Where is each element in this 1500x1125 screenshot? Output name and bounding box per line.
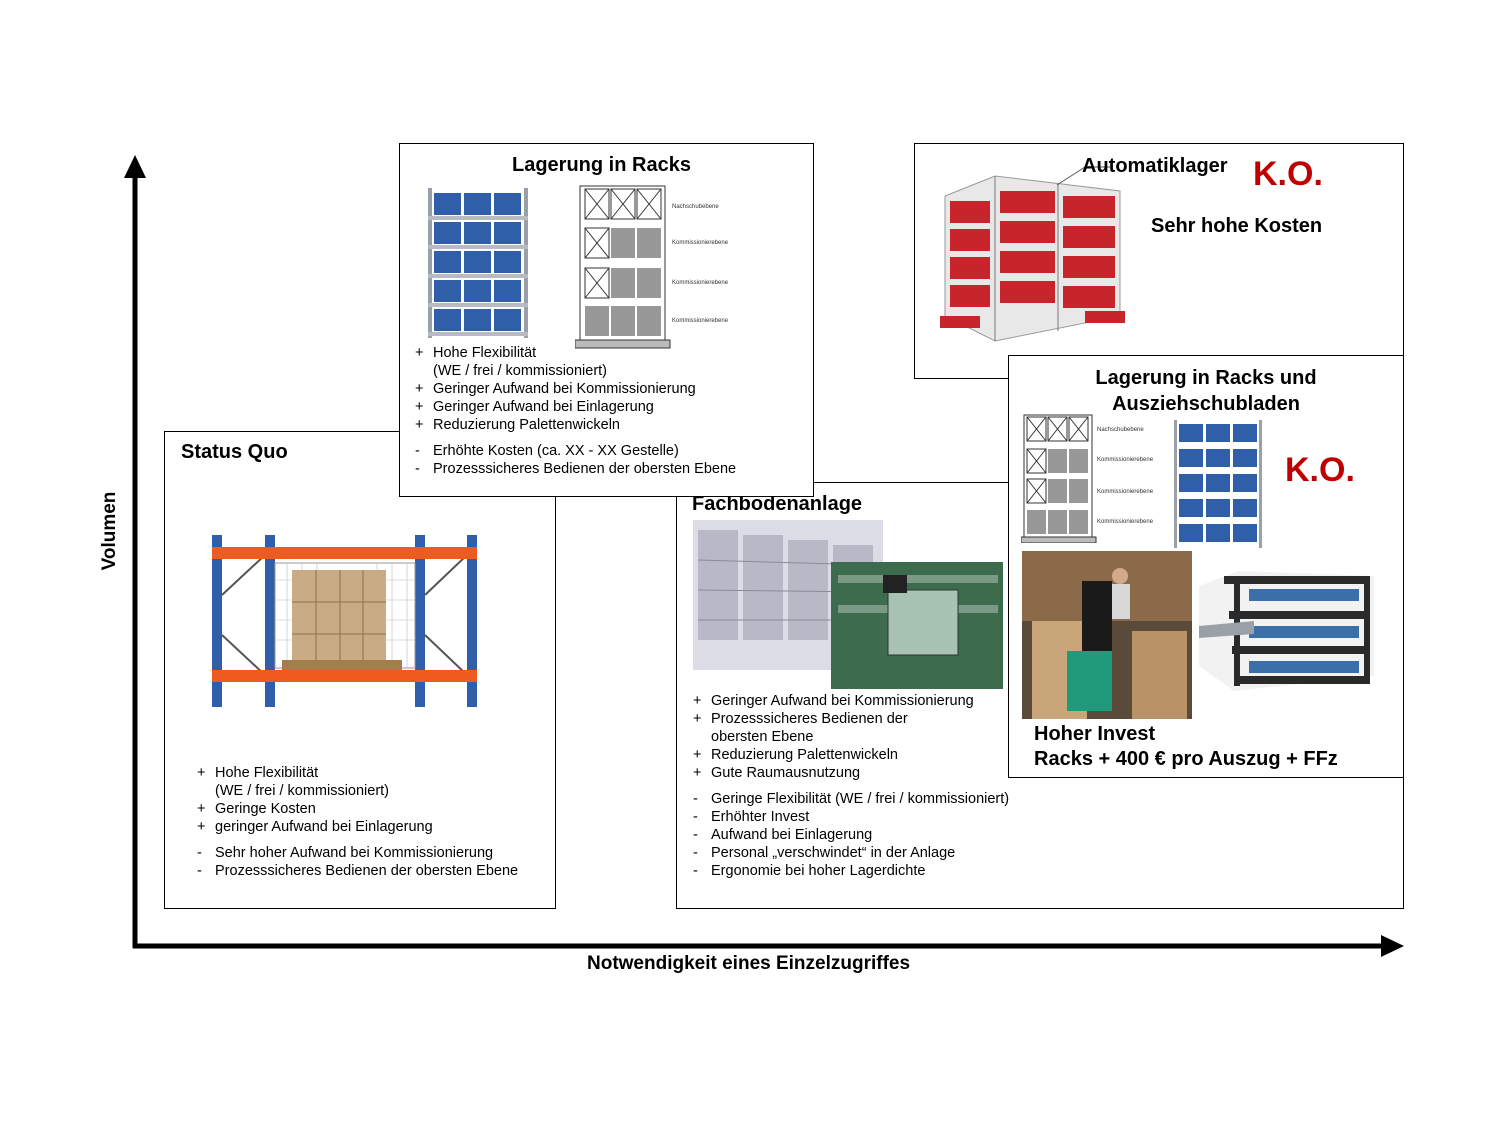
automatic-warehouse-image (940, 175, 1125, 342)
pallet-rack-image (212, 535, 477, 707)
schubladen-level-diagram: Nachschubebene Kommissionierebene Kommis… (1021, 414, 1154, 543)
fachboden-pros: +Geringer Aufwand bei Kommissionierung +… (693, 693, 1010, 879)
automatik-cost-note: Sehr hohe Kosten (1151, 215, 1323, 237)
schubladen-box: Lagerung in Racks und Ausziehschubladen … (1008, 355, 1404, 778)
schubladen-blue-shelf-image (1174, 420, 1262, 548)
automatik-title: Automatiklager (1082, 155, 1228, 177)
schubladen-level-label-3: Kommissionierebene (1097, 519, 1154, 525)
level-label-kommission-3: Kommissionierebene (672, 318, 729, 324)
blue-bin-shelf-image (428, 188, 528, 338)
forklift-image (1022, 551, 1192, 719)
status-quo-title: Status Quo (181, 441, 288, 463)
rack-level-diagram: Nachschubebene Kommissionierebene Kommis… (575, 185, 729, 349)
racks-title: Lagerung in Racks (512, 154, 691, 176)
y-axis-label: Volumen (99, 491, 120, 571)
schubladen-title-line1: Lagerung in Racks und (1095, 367, 1317, 389)
schubladen-title-line2: Ausziehschubladen (1112, 393, 1300, 415)
status-quo-pros: +Hohe Flexibilität (WE / frei / kommissi… (197, 765, 519, 879)
level-label-nachschub: Nachschubebene (672, 204, 719, 210)
schubladen-level-label-1: Kommissionierebene (1097, 457, 1154, 463)
pointer-line (1056, 166, 1113, 186)
y-axis-arrow (124, 155, 146, 178)
shelving-image (693, 520, 1003, 689)
schubladen-invest-line2: Racks + 400 € pro Auszug + FFz (1034, 748, 1338, 770)
schubladen-ko-label: K.O. (1285, 451, 1355, 489)
x-axis-arrow (1381, 935, 1404, 957)
schubladen-level-label-0: Nachschubebene (1097, 427, 1144, 433)
automatik-box: Automatiklager K.O. Sehr hohe Kosten (914, 143, 1404, 379)
x-axis-label: Notwendigkeit eines Einzelzugriffes (587, 953, 911, 974)
status-quo-box: Status Quo +Hohe Flexibilität (WE / frei… (164, 431, 556, 909)
drawer-rack-image (1199, 571, 1374, 691)
schubladen-level-label-2: Kommissionierebene (1097, 489, 1154, 495)
level-label-kommission-2: Kommissionierebene (672, 280, 729, 286)
racks-box: Lagerung in Racks Nach (399, 143, 814, 497)
fachboden-title: Fachbodenanlage (692, 493, 863, 515)
schubladen-invest-line1: Hoher Invest (1034, 723, 1156, 745)
automatik-ko-label: K.O. (1253, 155, 1323, 193)
racks-pros: +Hohe Flexibilität (WE / frei / kommissi… (415, 345, 737, 477)
level-label-kommission-1: Kommissionierebene (672, 240, 729, 246)
